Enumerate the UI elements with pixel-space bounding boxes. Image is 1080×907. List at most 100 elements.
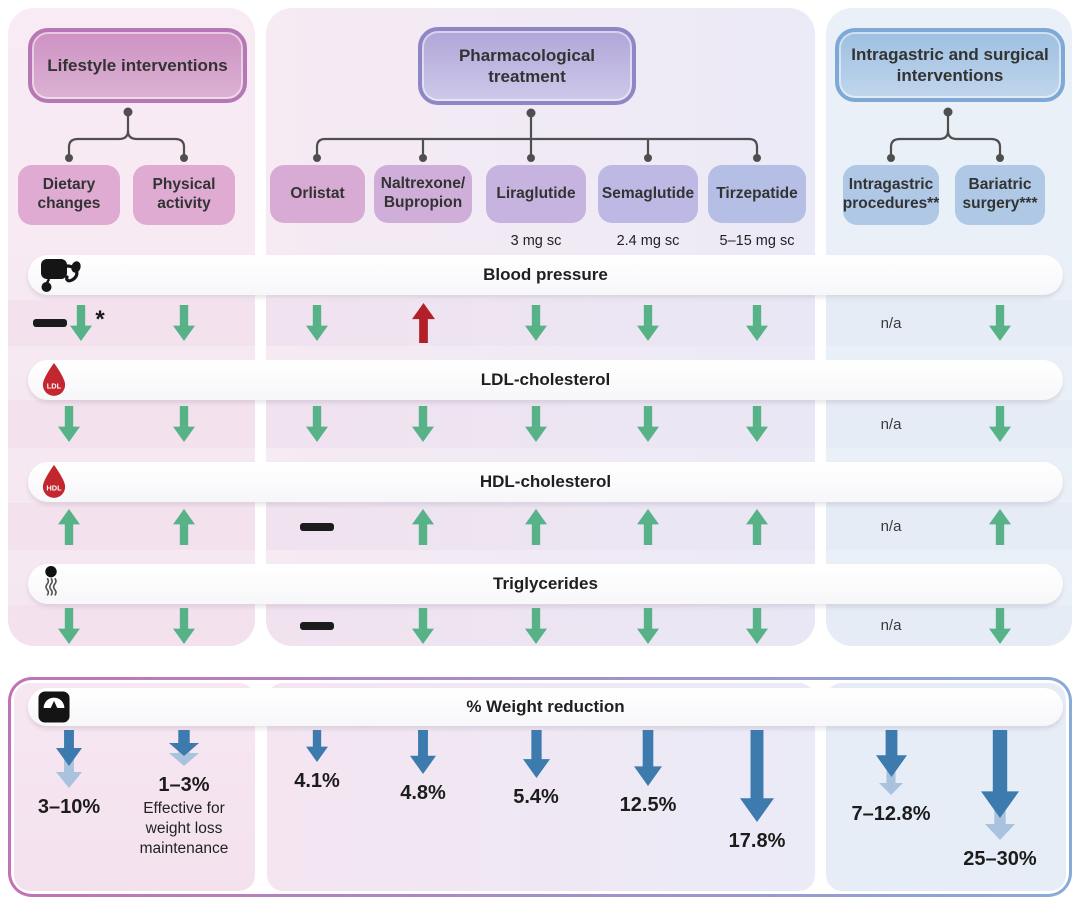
dose-tirzepatide: 5–15 mg sc — [719, 233, 795, 249]
effect-cell — [593, 400, 703, 448]
ldl-blood-drop-icon: LDL — [40, 362, 68, 398]
weight-value-label: 3–10% — [37, 796, 101, 818]
band-bp-right — [826, 300, 1072, 346]
row-label: HDL-cholesterol — [479, 472, 612, 491]
effect-cell — [262, 400, 372, 448]
effect-cell — [593, 300, 703, 346]
svg-text:HDL: HDL — [46, 483, 62, 492]
decrease-arrow-icon — [412, 607, 434, 644]
effect-cell: n/a — [836, 503, 946, 550]
effect-cell — [129, 503, 239, 550]
band-ldl-right — [826, 400, 1072, 448]
increase-arrow-icon — [412, 508, 434, 545]
box-tirzepatide: Tirzepatide — [708, 165, 806, 223]
box-naltrexone-bupropion: Naltrexone/ Bupropion — [374, 165, 472, 223]
weight-reduction-label: % Weight reduction — [466, 697, 625, 716]
band-tg-left — [8, 605, 255, 646]
effect-cell — [702, 300, 812, 346]
decrease-arrow-icon — [637, 406, 659, 442]
pharmacological-header: Pharmacological treatment — [418, 27, 636, 105]
effect-cell — [14, 503, 124, 550]
lifestyle-header: Lifestyle interventions — [28, 28, 247, 103]
decrease-arrow-icon — [525, 607, 547, 644]
band-ldl-left — [8, 400, 255, 448]
dose-semaglutide: 2.4 mg sc — [616, 233, 680, 249]
weight-item: 12.5% — [573, 730, 723, 817]
decrease-arrow-icon — [58, 406, 80, 442]
decrease-arrow-icon — [746, 607, 768, 644]
weight-item: 7–12.8% — [816, 730, 966, 826]
band-bp-mid — [266, 300, 815, 346]
effect-cell — [593, 503, 703, 550]
dose-liraglutide: 3 mg sc — [510, 233, 562, 249]
box-liraglutide: Liraglutide — [486, 165, 586, 223]
band-hdl-left — [8, 503, 255, 550]
weight-item: 3–10% — [0, 730, 144, 819]
effect-cell — [262, 300, 372, 346]
box-semaglutide: Semaglutide — [598, 165, 698, 223]
decrease-arrow-icon — [637, 607, 659, 644]
not-applicable-label: n/a — [880, 518, 902, 535]
effect-cell: * — [14, 300, 124, 346]
footnote-asterisk: * — [95, 306, 105, 333]
row-hdl-cholesterol: HDL HDL-cholesterol — [28, 462, 1063, 502]
weight-item: 5.4% — [461, 730, 611, 809]
effect-cell: n/a — [836, 400, 946, 448]
decrease-arrow-icon — [746, 305, 768, 341]
weight-reduction-arrow-icon — [875, 730, 907, 795]
effect-cell — [702, 400, 812, 448]
weight-value-label: 7–12.8% — [851, 803, 931, 825]
row-label: LDL-cholesterol — [480, 370, 611, 389]
weight-reduction-bar: % Weight reduction — [28, 688, 1063, 726]
not-applicable-label: n/a — [880, 617, 902, 634]
triglycerides-molecule-icon — [40, 565, 62, 603]
effect-cell — [129, 400, 239, 448]
effect-cell — [481, 605, 591, 646]
row-ldl-cholesterol: LDL LDL-cholesterol — [28, 360, 1063, 400]
weight-value-label: 1–3% — [158, 774, 210, 796]
weight-scale-icon — [38, 691, 70, 723]
band-tg-right — [826, 605, 1072, 646]
increase-arrow-icon — [173, 508, 195, 545]
effect-cell — [593, 605, 703, 646]
effect-cell — [945, 400, 1055, 448]
increase-arrow-icon — [58, 508, 80, 545]
weight-reduction-arrow-icon — [522, 730, 550, 778]
weight-value-label: 5.4% — [513, 786, 559, 808]
effect-cell — [702, 503, 812, 550]
row-blood-pressure: Blood pressure — [28, 255, 1063, 295]
hdl-blood-drop-icon: HDL — [40, 464, 68, 500]
band-hdl-mid — [266, 503, 815, 550]
effect-cell — [129, 300, 239, 346]
decrease-arrow-icon — [989, 305, 1011, 341]
box-bariatric-surgery: Bariatric surgery*** — [955, 165, 1045, 225]
svg-text:LDL: LDL — [47, 381, 62, 390]
not-applicable-label: n/a — [880, 314, 902, 332]
increase-arrow-icon — [637, 508, 659, 545]
weight-note: Effective for weight loss maintenance — [139, 800, 229, 857]
surgical-header: Intragastric and surgical interventions — [835, 28, 1065, 102]
decrease-arrow-icon — [989, 406, 1011, 442]
decrease-arrow-icon — [412, 406, 434, 442]
decrease-arrow-icon — [525, 305, 547, 341]
decrease-arrow-icon — [989, 607, 1011, 644]
no-change-dash-icon — [300, 621, 334, 630]
weight-value-label: 25–30% — [963, 848, 1037, 870]
decrease-arrow-icon — [306, 305, 328, 341]
effect-cell — [368, 503, 478, 550]
decrease-arrow-icon — [173, 406, 195, 442]
effect-cell — [14, 605, 124, 646]
blood-pressure-monitor-icon — [40, 257, 84, 293]
weight-reduction-inner: % Weight reduction 3–10% 1–3% Effective fo… — [11, 680, 1069, 894]
row-label: Blood pressure — [483, 265, 608, 284]
weight-item: 1–3% Effective for weight loss maintenanc… — [109, 730, 259, 858]
weight-item: 25–30% — [925, 730, 1075, 871]
adverse-increase-arrow-icon — [411, 303, 435, 343]
not-applicable-label: n/a — [880, 415, 902, 433]
weight-value-label: 4.8% — [400, 782, 446, 804]
weight-value-label: 17.8% — [728, 830, 786, 852]
effect-cell — [368, 300, 478, 346]
effect-cell — [702, 605, 812, 646]
decrease-arrow-icon — [525, 406, 547, 442]
